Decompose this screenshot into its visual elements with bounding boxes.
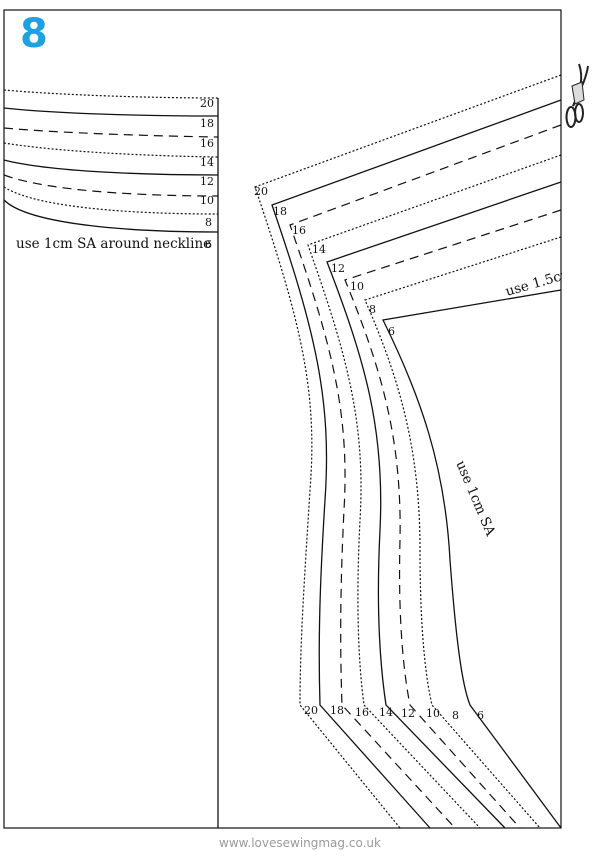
neckline-size-20: [3, 89, 219, 99]
hem-size-label: 14: [379, 706, 393, 719]
left-size-label: 10: [200, 194, 214, 207]
page-number: 8: [20, 11, 48, 57]
armhole-size-12: [326, 181, 562, 829]
page-border: [3, 9, 562, 829]
left-size-label: 20: [200, 97, 214, 110]
armhole-size-20: [254, 74, 562, 829]
page-margin: [562, 0, 600, 856]
right-size-label: 18: [273, 205, 287, 218]
hem-size-label: 10: [426, 707, 440, 720]
hem-size-label: 12: [401, 707, 415, 720]
left-size-label: 8: [205, 216, 212, 229]
right-size-label: 14: [312, 243, 326, 256]
neckline-seam-allowance-note: use 1cm SA around neckline: [16, 236, 211, 252]
left-size-label: 14: [200, 156, 214, 169]
left-pattern-piece: 20 18 16 14 12 10 8 6 use 1cm SA around …: [3, 89, 219, 828]
right-pattern-piece: 20 18 16 14 12 10 8 6 20 18 16 14 12 10 …: [254, 74, 575, 829]
hem-size-label: 6: [477, 709, 484, 722]
neckline-size-12: [3, 159, 219, 176]
left-size-label: 16: [200, 137, 214, 150]
left-size-label: 12: [200, 175, 214, 188]
right-size-label: 12: [331, 262, 345, 275]
right-size-label: 16: [292, 224, 306, 237]
armhole-size-8: [364, 236, 562, 829]
right-size-label: 8: [369, 303, 376, 316]
left-size-label: 6: [205, 238, 212, 251]
footer-url: www.lovesewingmag.co.uk: [219, 836, 381, 850]
neckline-size-18: [3, 107, 219, 117]
scissors-icon: [565, 63, 589, 128]
neckline-size-8: [3, 186, 219, 215]
hem-size-label: 16: [355, 706, 369, 719]
armhole-size-16: [289, 124, 562, 829]
left-size-label: 18: [200, 117, 214, 130]
hem-size-label: 8: [452, 709, 459, 722]
neckline-size-16: [3, 127, 219, 138]
right-size-label: 10: [350, 280, 364, 293]
armhole-size-18: [271, 99, 562, 829]
neckline-size-6: [3, 199, 219, 233]
armhole-seam-allowance-note: use 1cm SA: [452, 458, 498, 538]
right-size-label: 20: [254, 185, 268, 198]
hem-size-label: 20: [304, 704, 318, 717]
armhole-size-14: [307, 154, 562, 829]
neckline-size-14: [3, 142, 219, 158]
armhole-size-6: [382, 289, 562, 829]
right-size-label: 6: [388, 325, 395, 338]
armhole-size-10: [344, 209, 562, 829]
hem-size-label: 18: [330, 704, 344, 717]
neckline-size-10: [3, 174, 219, 197]
